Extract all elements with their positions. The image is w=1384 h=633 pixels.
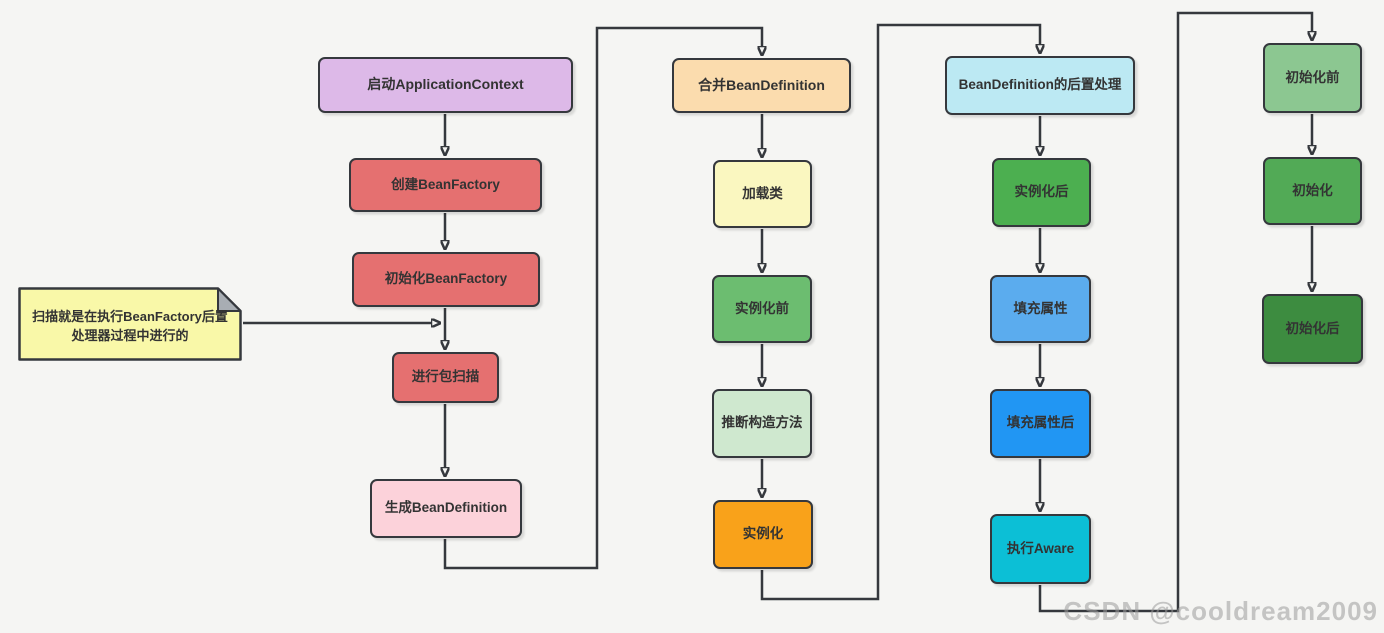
node-instantiation: 实例化 — [713, 500, 813, 569]
node-before-instantiation: 实例化前 — [712, 275, 812, 343]
csdn-watermark: CSDN @cooldream2009 — [1063, 596, 1378, 626]
sticky-note: 扫描就是在执行BeanFactory后置处理器过程中进行的 — [18, 287, 242, 361]
node-bean-definition-post-processing: BeanDefinition的后置处理 — [945, 56, 1135, 115]
sticky-note-shape — [18, 287, 242, 361]
node-initialization: 初始化 — [1263, 157, 1362, 225]
node-execute-aware: 执行Aware — [990, 514, 1091, 584]
node-start-application-context: 启动ApplicationContext — [318, 57, 573, 113]
node-merge-bean-definition: 合并BeanDefinition — [672, 58, 851, 113]
node-after-initialization: 初始化后 — [1262, 294, 1363, 364]
sticky-note-body — [18, 287, 242, 361]
node-populate-properties: 填充属性 — [990, 275, 1091, 343]
node-create-bean-factory: 创建BeanFactory — [349, 158, 542, 212]
node-package-scan: 进行包扫描 — [392, 352, 499, 403]
node-init-bean-factory: 初始化BeanFactory — [352, 252, 540, 307]
node-after-populate-properties: 填充属性后 — [990, 389, 1091, 458]
node-generate-bean-definition: 生成BeanDefinition — [370, 479, 522, 538]
node-infer-constructor: 推断构造方法 — [712, 389, 812, 458]
node-load-class: 加载类 — [713, 160, 812, 228]
node-after-instantiation: 实例化后 — [992, 158, 1091, 227]
sticky-note-text: 扫描就是在执行BeanFactory后置处理器过程中进行的 — [32, 308, 228, 344]
node-before-initialization: 初始化前 — [1263, 43, 1362, 113]
sticky-note-fold — [217, 287, 242, 312]
